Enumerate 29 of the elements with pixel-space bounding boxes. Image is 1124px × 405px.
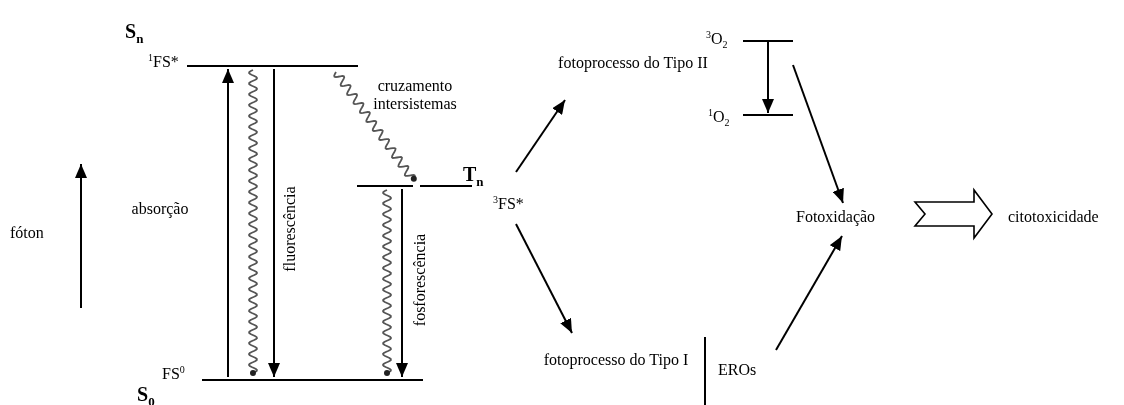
edge-label: absorção <box>130 200 190 218</box>
species-label: EROs <box>704 337 757 405</box>
edge-label: fluorescência <box>281 186 299 272</box>
edge-label: cruzamento intersistemas <box>372 77 458 113</box>
process-label: fotoprocesso do Tipo I <box>536 347 696 372</box>
state-label: S$_{n}$ <box>125 21 144 41</box>
level-label: $^{1}$FS* <box>148 53 179 71</box>
wavy-line <box>247 69 259 376</box>
arrow <box>222 68 234 378</box>
wavy-line <box>333 71 417 182</box>
arrow <box>396 188 408 378</box>
process-label: Fotoxidação <box>796 208 876 226</box>
arrow <box>792 64 844 204</box>
edge-label: fosforescência <box>411 233 429 327</box>
arrow <box>762 41 774 114</box>
arrow <box>268 68 280 378</box>
level-label: FS$^{0}$ <box>162 365 185 383</box>
wavy-line <box>381 189 393 376</box>
arrow <box>515 99 566 173</box>
level-label: $^{3}$O$_{2}$ <box>706 30 728 48</box>
photon-label: fóton <box>10 224 44 242</box>
process-label: fotoprocesso do Tipo II <box>553 50 713 75</box>
arrow <box>775 235 843 351</box>
level-label: $^{3}$FS* <box>493 195 524 213</box>
arrow <box>515 223 573 334</box>
level-label: $^{1}$O$_{2}$ <box>708 108 730 126</box>
block-arrow <box>913 187 993 241</box>
process-label: citotoxicidade <box>1008 208 1099 226</box>
state-label: T$_{n}$ <box>463 164 484 184</box>
